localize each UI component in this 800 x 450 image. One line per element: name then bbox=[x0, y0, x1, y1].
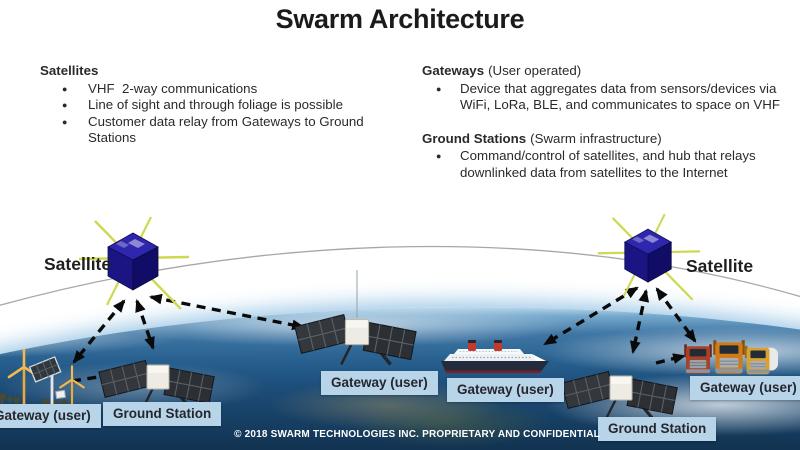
link-groundstationright-trucks bbox=[655, 353, 687, 365]
link-satright-gatewaytrucks bbox=[655, 287, 697, 343]
satellites-bullet-3: Customer data relay from Gateways to Gro… bbox=[40, 114, 392, 147]
link-satright-groundstationright bbox=[629, 288, 650, 355]
link-satleft-gatewaywind bbox=[72, 299, 126, 364]
gateway-wind-tag: Gateway (user) bbox=[0, 404, 101, 428]
ground-station-left-tag: Ground Station bbox=[103, 402, 222, 426]
link-satright-gatewayship bbox=[543, 286, 639, 346]
ground-station-right-icon bbox=[560, 369, 679, 421]
orbit-arc bbox=[0, 245, 800, 306]
satellite-right-label: Satellite bbox=[686, 256, 754, 276]
gateway-ship-tag: Gateway (user) bbox=[447, 378, 564, 402]
wind-farm-gateway-icon bbox=[0, 348, 85, 411]
ground-stations-bullet-1: Command/control of satellites, and hub t… bbox=[422, 148, 800, 181]
ground-stations-qualifier: (Swarm infrastructure) bbox=[530, 130, 662, 146]
satellite-left-label: Satellite bbox=[44, 254, 112, 274]
satellites-heading: Satellites bbox=[40, 63, 99, 78]
ground-stations-heading: Ground Stations(Swarm infrastructure) bbox=[422, 130, 662, 146]
copyright-footer: © 2018 SWARM TECHNOLOGIES INC. PROPRIETA… bbox=[234, 429, 600, 440]
gateway-trucks-tag: Gateway (user) bbox=[690, 376, 800, 400]
cruise-ship-icon bbox=[441, 340, 549, 373]
ground-station-right-tag: Ground Station bbox=[598, 417, 717, 441]
gateways-bullet-1: Device that aggregates data from sensors… bbox=[422, 81, 800, 114]
gateways-qualifier: (User operated) bbox=[488, 63, 582, 78]
satellite-right-icon bbox=[596, 213, 702, 301]
gateway-air-icon bbox=[293, 312, 418, 367]
page-title: Swarm Architecture bbox=[275, 4, 525, 34]
link-satleft-groundstationleft bbox=[135, 298, 155, 351]
gateways-groundstations-section: Gateways(User operated) Device that aggr… bbox=[422, 63, 800, 181]
link-satleft-gatewayair bbox=[148, 293, 306, 331]
link-arrows bbox=[71, 286, 697, 383]
satellites-bullet-1: VHF 2-way communications bbox=[40, 81, 392, 98]
satellites-bullet-2: Line of sight and through foliage is pos… bbox=[40, 97, 392, 114]
gateway-air-tag: Gateway (user) bbox=[321, 371, 438, 395]
satellites-section: Satellites VHF 2-way communications Line… bbox=[40, 63, 392, 147]
ground-station-left-icon bbox=[97, 358, 216, 410]
trucks-icon bbox=[684, 340, 778, 375]
gateways-heading: Gateways(User operated) bbox=[422, 63, 582, 78]
